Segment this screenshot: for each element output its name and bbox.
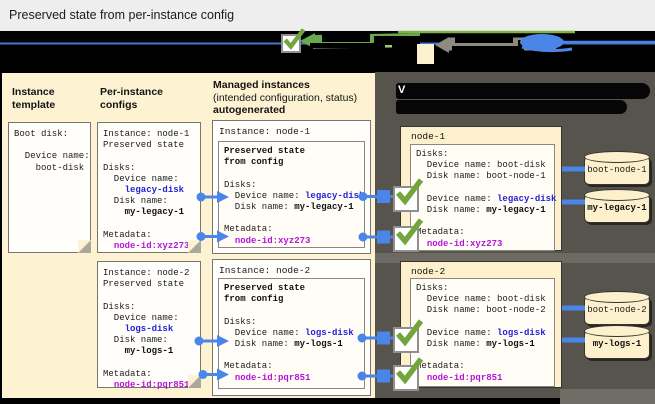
bottom-black-bar bbox=[0, 398, 560, 404]
page-title: Preserved state from per-instance config bbox=[9, 8, 235, 22]
legend-green-arrow-shaft2 bbox=[312, 44, 393, 49]
legend-green-arrow-shaft bbox=[312, 33, 421, 45]
vm-node-1-title: node-1 bbox=[411, 131, 446, 142]
disk-cylinder-boot-node-1: boot-node-1 bbox=[584, 151, 650, 185]
vm-node-2-title: node-2 bbox=[411, 266, 446, 277]
disk-label: boot-node-2 bbox=[587, 305, 647, 315]
disk-cylinder-boot-node-2: boot-node-2 bbox=[584, 291, 650, 325]
header-strip: Preserved state from per-instance config bbox=[0, 0, 655, 31]
legend-redaction bbox=[322, 34, 370, 42]
heading-managed-instances: Managed instances (intended configuratio… bbox=[213, 79, 358, 116]
managed-instance-node-1-title: Instance: node-1 bbox=[219, 126, 311, 137]
legend-redaction bbox=[374, 36, 420, 45]
disk-cylinder-my-legacy-1: my-legacy-1 bbox=[584, 189, 650, 223]
vm-panel-row-divider bbox=[375, 253, 655, 263]
heading-per-instance-configs: Per-instance configs bbox=[100, 86, 164, 111]
legend-redaction bbox=[455, 35, 513, 43]
disk-label: my-legacy-1 bbox=[587, 203, 647, 213]
legend-blue-scribble bbox=[520, 34, 564, 50]
disk-label: my-logs-1 bbox=[592, 339, 642, 349]
vm-panel-title-fragment: V bbox=[398, 84, 406, 96]
vm-node-2-box: node-2 Disks: Device name: boot-disk Dis… bbox=[400, 261, 562, 388]
check-icon-node2-metadata bbox=[393, 357, 424, 391]
legend-check-icon bbox=[281, 28, 306, 53]
vm-node-1-box: node-1 Disks: Device name: boot-disk Dis… bbox=[400, 126, 562, 251]
legend-gray-arrowhead bbox=[435, 37, 449, 53]
instance-template-box: Boot disk: Device name: boot-disk bbox=[8, 122, 91, 253]
legend-redaction bbox=[452, 46, 524, 52]
heading-instance-template: Instance template bbox=[12, 86, 56, 111]
check-icon-node1-disk bbox=[393, 178, 424, 212]
managed-instance-node-2-title: Instance: node-2 bbox=[219, 265, 311, 276]
legend-redaction bbox=[585, 45, 625, 50]
check-icon-node2-disk bbox=[393, 319, 424, 353]
vm-node-1-details: Disks: Device name: boot-disk Disk name:… bbox=[410, 144, 556, 251]
legend-config-swatch bbox=[417, 44, 434, 64]
vm-node-2-details: Disks: Device name: boot-disk Disk name:… bbox=[410, 278, 555, 387]
redacted-vm-panel-title-line1: V bbox=[396, 83, 650, 99]
legend-blue-scribble-tail bbox=[521, 45, 573, 53]
redacted-vm-panel-title-line2 bbox=[396, 100, 627, 114]
disk-label: boot-node-1 bbox=[587, 165, 647, 175]
legend-redaction bbox=[518, 40, 548, 47]
disk-cylinder-my-logs-1: my-logs-1 bbox=[584, 325, 650, 359]
vm-panel-bottom-band bbox=[560, 389, 655, 404]
check-icon-node1-metadata bbox=[393, 218, 424, 252]
legend-redaction bbox=[310, 43, 385, 48]
